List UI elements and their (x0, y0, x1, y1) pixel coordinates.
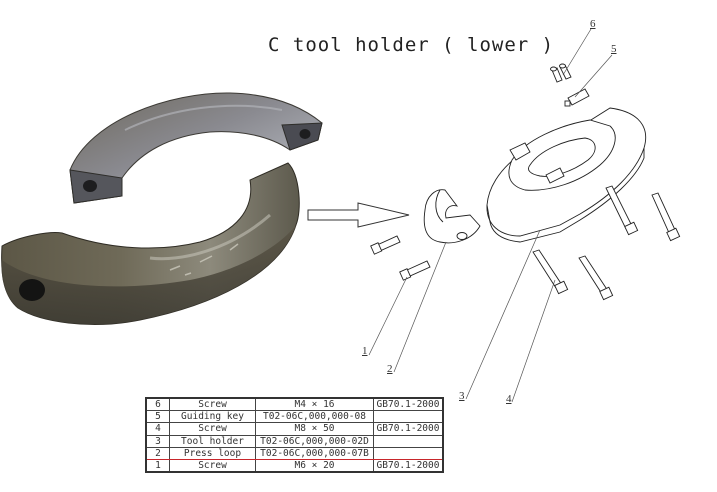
bom-row: 3 Tool holder T02-06C,000,000-02D (145, 434, 444, 448)
screw-m6-part1 (370, 235, 431, 281)
bom-table: 6 Screw M4 × 16 GB70.1-2000 5 Guiding ke… (145, 397, 444, 474)
right-arrow-outline-icon (307, 202, 410, 228)
screw-m4-part6 (550, 63, 572, 83)
tool-holder-part (486, 107, 647, 243)
bom-name: Tool holder (169, 434, 256, 448)
bom-standard: GB70.1-2000 (373, 458, 444, 473)
bom-row-highlighted: 2 Press loop T02-06C,000,000-07B (145, 446, 444, 460)
callout-4: 4 (506, 393, 512, 405)
bom-code: T02-06C,000,000-07B (255, 446, 374, 460)
callout-5: 5 (611, 43, 617, 55)
bom-standard (373, 410, 444, 424)
bom-row: 6 Screw M4 × 16 GB70.1-2000 (145, 397, 444, 412)
leader-lines (368, 28, 613, 403)
bom-code: T02-06C,000,000-02D (255, 434, 374, 448)
drawing-title: C tool holder ( lower ) (268, 34, 555, 56)
callout-2: 2 (387, 363, 393, 375)
bom-no: 2 (145, 446, 170, 460)
bom-name: Screw (169, 397, 256, 412)
bom-standard (373, 446, 444, 460)
bom-code: M8 × 50 (255, 422, 374, 436)
callout-6: 6 (590, 18, 596, 30)
press-loop-part (423, 189, 481, 244)
bom-no: 3 (145, 434, 170, 448)
bom-name: Press loop (169, 446, 256, 460)
bom-no: 4 (145, 422, 170, 436)
exploded-view-drawing (368, 28, 681, 403)
bom-standard: GB70.1-2000 (373, 397, 444, 412)
screw-m8-part4 (532, 185, 681, 301)
bom-row: 1 Screw M6 × 20 GB70.1-2000 (145, 458, 444, 473)
bom-no: 6 (145, 397, 170, 412)
bom-no: 5 (145, 410, 170, 424)
bom-code: M4 × 16 (255, 397, 374, 412)
callout-3: 3 (459, 390, 465, 402)
bom-row: 4 Screw M8 × 50 GB70.1-2000 (145, 422, 444, 436)
bom-name: Guiding key (169, 410, 256, 424)
bom-name: Screw (169, 458, 256, 473)
bom-code: M6 × 20 (255, 458, 374, 473)
callout-1: 1 (362, 345, 368, 357)
bom-code: T02-06C,000,000-08 (255, 410, 374, 424)
bom-standard: GB70.1-2000 (373, 422, 444, 436)
bom-no: 1 (145, 458, 170, 473)
bom-standard (373, 434, 444, 448)
lower-ring-half (1, 162, 300, 325)
bom-row: 5 Guiding key T02-06C,000,000-08 (145, 410, 444, 424)
guiding-key-part (564, 88, 590, 107)
upper-ring-half (69, 92, 323, 204)
bom-name: Screw (169, 422, 256, 436)
